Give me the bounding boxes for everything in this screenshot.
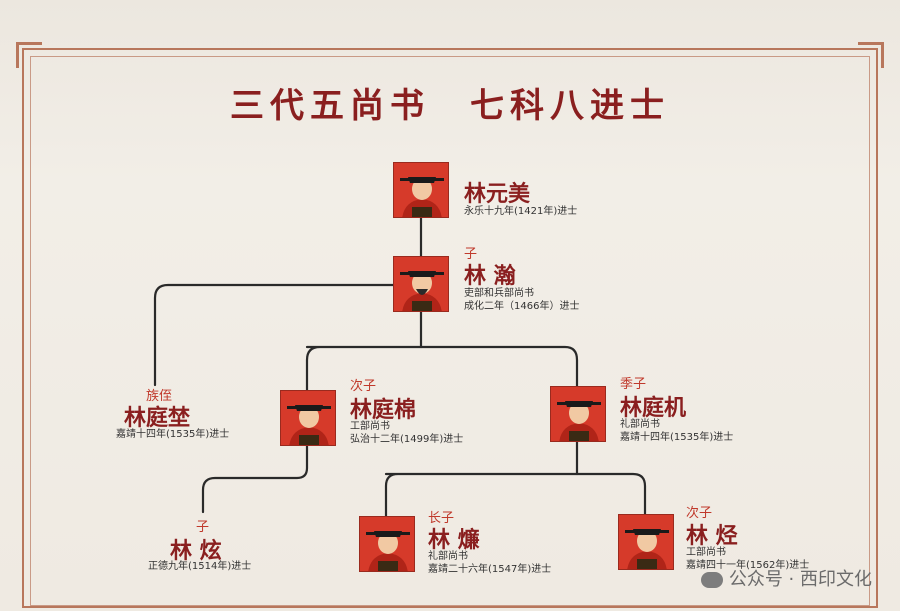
- connector-han-tingkun: [153, 283, 395, 387]
- person-info: 工部尚书: [686, 547, 726, 558]
- official-portrait-icon: [619, 515, 673, 569]
- decorative-frame-outer: [22, 48, 878, 608]
- portrait-lin-tingji: [550, 386, 606, 442]
- person-name: 林元美: [464, 182, 531, 207]
- person-info: 工部尚书: [350, 421, 390, 432]
- title-left: 三代五尚书: [230, 86, 430, 126]
- connector-tingang-xuan: [201, 441, 309, 514]
- portrait-lin-lian: [359, 516, 415, 572]
- person-name: 林 炫: [170, 539, 222, 564]
- person-relation: 季子: [620, 377, 647, 392]
- person-relation: 族侄: [146, 389, 173, 404]
- person-name: 林庭棉: [350, 398, 417, 423]
- official-portrait-icon: [394, 257, 448, 311]
- person-info: 嘉靖十四年(1535年)进士: [620, 432, 734, 443]
- official-portrait-icon: [360, 517, 414, 571]
- person-info: 永乐十九年(1421年)进士: [464, 206, 578, 217]
- person-info: 礼部尚书: [620, 419, 660, 430]
- decorative-frame-inner: [30, 56, 870, 606]
- frame-corner-ornament: [858, 42, 884, 68]
- person-name: 林 燫: [428, 528, 480, 553]
- person-name: 林 烃: [686, 524, 738, 549]
- person-name: 林庭机: [620, 396, 687, 421]
- poster-title: 三代五尚书七科八进士: [0, 78, 900, 127]
- person-info: 礼部尚书: [428, 551, 468, 562]
- watermark-text: 公众号 · 西印文化: [728, 569, 872, 590]
- person-info: 吏部和兵部尚书: [464, 288, 534, 299]
- person-relation: 子: [196, 520, 210, 535]
- person-info: 嘉靖二十六年(1547年)进士: [428, 564, 552, 575]
- person-info: 嘉靖十四年(1535年)进士: [116, 429, 230, 440]
- official-portrait-icon: [281, 391, 335, 445]
- wechat-icon: [700, 572, 723, 588]
- portrait-lin-han: [393, 256, 449, 312]
- person-info: 成化二年（1466年）进士: [464, 301, 580, 312]
- title-right: 七科八进士: [470, 86, 670, 126]
- watermark: 公众号 · 西印文化: [700, 565, 872, 591]
- connector-tingji-sons-bar: [384, 472, 647, 522]
- frame-corner-ornament: [16, 42, 42, 68]
- person-name: 林庭埜: [124, 406, 191, 431]
- portrait-lin-ye: [618, 514, 674, 570]
- portrait-lin-yuanmei: [393, 162, 449, 218]
- official-portrait-icon: [551, 387, 605, 441]
- portrait-lin-tingang: [280, 390, 336, 446]
- person-info: 正德九年(1514年)进士: [148, 561, 252, 572]
- person-info: 弘治十二年(1499年)进士: [350, 434, 464, 445]
- official-portrait-icon: [394, 163, 448, 217]
- connector-sons-bar: [305, 345, 579, 392]
- person-relation: 子: [464, 247, 478, 262]
- person-relation: 次子: [686, 506, 713, 521]
- person-relation: 次子: [350, 379, 377, 394]
- person-name: 林 瀚: [464, 264, 516, 289]
- person-relation: 长子: [428, 511, 455, 526]
- person-info: 嘉靖四十一年(1562年)进士: [686, 560, 810, 571]
